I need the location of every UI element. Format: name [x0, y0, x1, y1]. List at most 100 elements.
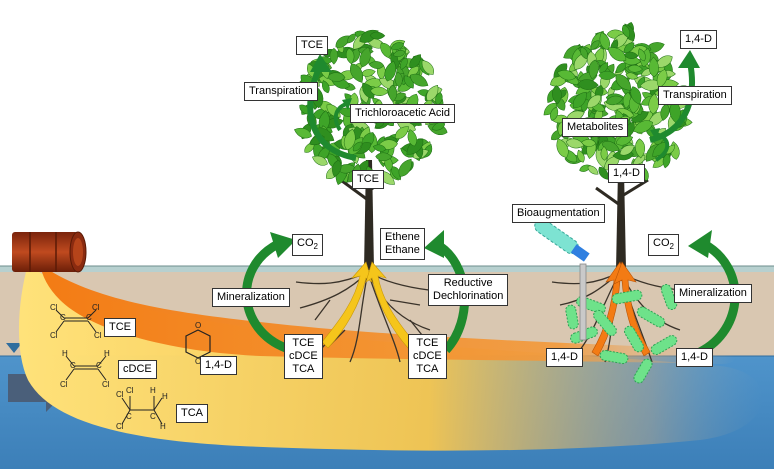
reductive-dechlorination-label: Reductive Dechlorination	[428, 274, 509, 306]
atom-cl: Cl	[94, 331, 102, 340]
atom-cl: Cl	[50, 331, 58, 340]
right-trunk-dioxane-label: 1,4-D	[608, 164, 645, 183]
leaf	[627, 64, 643, 73]
leaf	[435, 92, 443, 107]
leaf	[332, 159, 342, 178]
leaf	[409, 73, 429, 87]
leaf	[565, 138, 585, 149]
leaf	[623, 42, 635, 54]
tce-molecule	[55, 309, 97, 333]
leaf	[407, 129, 418, 147]
leaf	[329, 47, 339, 65]
right-co2-label: CO2	[648, 234, 679, 257]
right-root-right-dioxane-label: 1,4-D	[676, 348, 713, 367]
leaf	[590, 40, 600, 50]
leaf	[406, 138, 424, 155]
leaf	[588, 59, 599, 80]
left-tce-trunk-label: TCE	[352, 170, 384, 189]
leaf	[572, 91, 587, 109]
left-mineralization-label: Mineralization	[212, 288, 290, 307]
barrel	[12, 231, 87, 273]
root-tca: TCA	[292, 363, 315, 375]
right-root-contaminants: TCE cDCE TCA	[408, 334, 447, 379]
atom-cl: Cl	[102, 380, 110, 389]
leaf	[556, 138, 569, 158]
leaf	[368, 61, 385, 69]
leaf	[605, 95, 624, 106]
leaf	[431, 122, 446, 131]
right-metabolite-arrow	[654, 132, 670, 162]
left-root-contaminants: TCE cDCE TCA	[284, 334, 323, 379]
leaf	[421, 60, 434, 75]
injection-well	[579, 263, 587, 341]
dioxane-molecule	[185, 329, 211, 359]
tca-molecule	[121, 396, 163, 425]
leaf	[552, 85, 562, 105]
leaf	[619, 144, 635, 156]
leaf	[648, 56, 659, 78]
leaf	[362, 82, 375, 99]
dechlorination-text: Dechlorination	[433, 290, 504, 302]
co2-text: CO	[653, 237, 670, 249]
ground-surface	[0, 266, 774, 272]
atom-h: H	[150, 386, 156, 395]
leaf	[384, 60, 397, 82]
leaf	[390, 42, 405, 50]
left-acid-arrow	[333, 102, 347, 132]
atom-c: C	[70, 361, 76, 370]
plume-cdce-label: cDCE	[118, 360, 157, 379]
leaf	[635, 138, 645, 159]
reductive-text: Reductive	[443, 277, 493, 289]
atom-h: H	[104, 349, 110, 358]
metabolites-label: Metabolites	[562, 118, 629, 137]
leaf	[601, 141, 620, 152]
ethene-text: Ethene	[385, 231, 420, 243]
left-tce-air-label: TCE	[296, 36, 328, 55]
right-root-left-dioxane-label: 1,4-D	[546, 348, 583, 367]
leaf	[598, 70, 617, 80]
dioxane-plume	[40, 264, 735, 364]
leaf	[322, 80, 330, 94]
root-cdce: cDCE	[413, 350, 442, 362]
left-co2-label: CO2	[292, 234, 323, 257]
atom-h: H	[62, 349, 68, 358]
leaf	[607, 47, 627, 62]
atom-o: O	[195, 357, 202, 366]
leaf	[426, 84, 439, 101]
root-cdce: cDCE	[289, 350, 318, 362]
root-tce: TCE	[416, 337, 439, 349]
atom-h: H	[160, 422, 166, 431]
ethane-text: Ethane	[385, 244, 420, 256]
atom-o: O	[195, 321, 202, 330]
leaf	[655, 55, 673, 68]
leaf	[587, 165, 599, 175]
bioaugmentation-label: Bioaugmentation	[512, 204, 605, 223]
atom-c: C	[126, 412, 132, 421]
left-uptake-arrow-2	[365, 261, 415, 349]
leaf	[556, 70, 576, 81]
left-uptake-arrow-1	[321, 261, 373, 349]
leaf	[343, 128, 356, 151]
root-tca: TCA	[416, 363, 439, 375]
plume-tca-label: TCA	[176, 404, 208, 423]
atom-cl: Cl	[126, 386, 134, 395]
leaf	[586, 94, 602, 108]
leaf	[388, 84, 398, 103]
leaf	[375, 152, 393, 161]
leaf	[580, 139, 597, 147]
leaf	[352, 141, 362, 152]
atom-c: C	[60, 313, 66, 322]
bacteria-cluster	[565, 283, 678, 384]
leaf	[550, 106, 559, 121]
atom-cl: Cl	[60, 380, 68, 389]
ethene-ethane-label: Ethene Ethane	[380, 228, 425, 260]
leaf	[359, 46, 371, 68]
atom-cl: Cl	[116, 422, 124, 431]
leaf	[599, 62, 609, 74]
leaf	[398, 158, 412, 177]
leaf	[638, 48, 646, 62]
trichloroacetic-acid-label: Trichloroacetic Acid	[350, 104, 455, 123]
leaf	[394, 71, 403, 88]
